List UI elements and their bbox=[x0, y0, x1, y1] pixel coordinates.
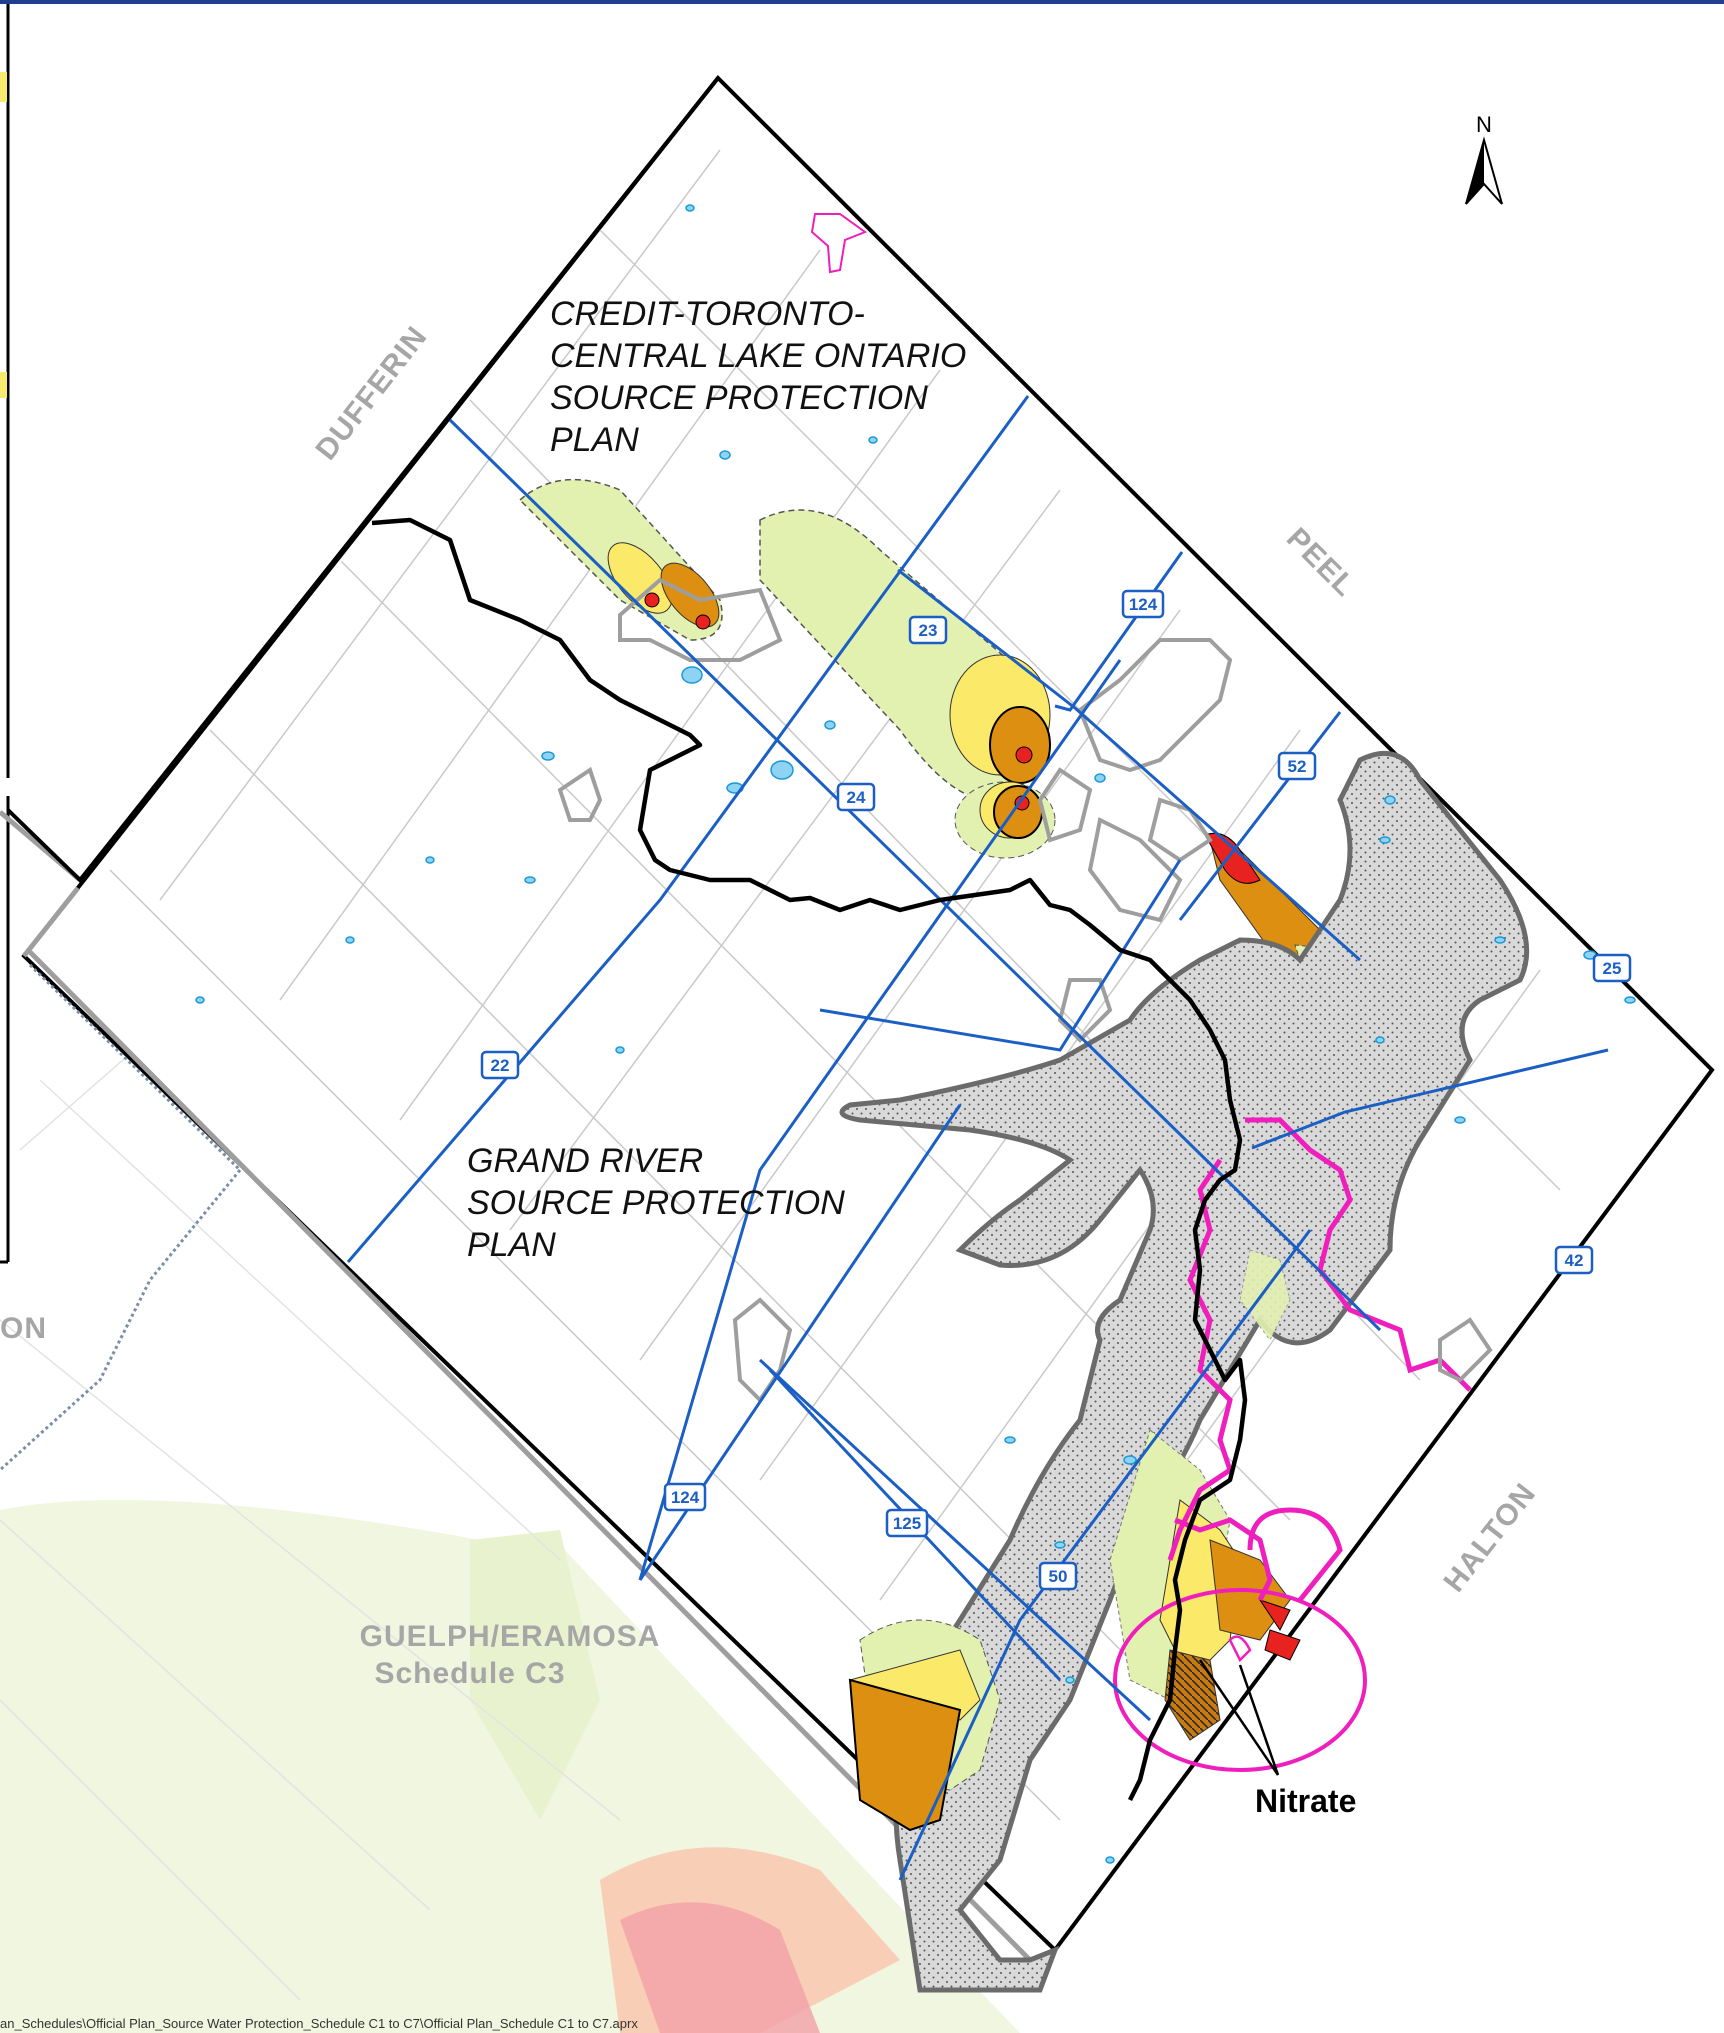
legend-panel-edge bbox=[0, 4, 10, 1264]
stippled-aquifer bbox=[839, 750, 1530, 1993]
svg-text:50: 50 bbox=[1049, 1567, 1068, 1586]
road-shield-22: 22 bbox=[480, 1050, 520, 1080]
road-shield-23: 23 bbox=[908, 615, 948, 645]
grand-river-plan-label: GRAND RIVER SOURCE PROTECTION PLAN bbox=[467, 1142, 854, 1264]
dufferin-boundary bbox=[6, 76, 720, 883]
road-shield-52: 52 bbox=[1277, 751, 1317, 781]
settlement-outlines bbox=[557, 577, 1493, 1404]
road-shield-50: 50 bbox=[1038, 1561, 1078, 1591]
svg-text:25: 25 bbox=[1603, 959, 1622, 978]
svg-text:52: 52 bbox=[1288, 757, 1307, 776]
halton-label: HALTON bbox=[1438, 1477, 1543, 1598]
guelph-eramosa-area bbox=[0, 1180, 1020, 2033]
wellhead-zones-south bbox=[848, 1249, 1301, 1832]
watershed-boundary bbox=[371, 517, 1248, 1802]
nitrate-callout: Nitrate bbox=[1198, 1659, 1356, 1819]
file-path-footer: an_Schedules\Official Plan_Source Water … bbox=[0, 2016, 638, 2031]
road-shield-25: 25 bbox=[1592, 953, 1632, 983]
svg-text:124: 124 bbox=[671, 1488, 700, 1507]
partial-county-label: ON bbox=[0, 1312, 47, 1345]
svg-text:124: 124 bbox=[1129, 595, 1158, 614]
road-shield-124-south: 124 bbox=[663, 1482, 707, 1512]
top-frame-bar bbox=[0, 0, 1724, 4]
road-shield-42: 42 bbox=[1554, 1245, 1594, 1275]
dufferin-label: DUFFERIN bbox=[310, 320, 434, 466]
svg-text:24: 24 bbox=[847, 788, 866, 807]
svg-text:125: 125 bbox=[893, 1514, 921, 1533]
neighbour-boundary bbox=[0, 963, 242, 1472]
guelph-schedule-label: Schedule C3 bbox=[374, 1657, 565, 1690]
credit-plan-label: CREDIT-TORONTO- CENTRAL LAKE ONTARIO SOU… bbox=[550, 295, 976, 459]
peel-label: PEEL bbox=[1280, 522, 1362, 604]
svg-text:23: 23 bbox=[919, 621, 938, 640]
water-features bbox=[195, 204, 1636, 1864]
svg-text:42: 42 bbox=[1565, 1251, 1584, 1270]
road-shield-24: 24 bbox=[836, 782, 876, 812]
svg-text:22: 22 bbox=[491, 1056, 510, 1075]
road-shield-124-north: 124 bbox=[1121, 589, 1165, 619]
issue-contributing-areas bbox=[810, 213, 1472, 1772]
guelph-eramosa-label: GUELPH/ERAMOSA bbox=[360, 1620, 661, 1653]
road-shield-125: 125 bbox=[885, 1508, 929, 1538]
north-letter: N bbox=[1476, 112, 1492, 137]
north-arrow: N bbox=[1465, 112, 1503, 205]
nitrate-label: Nitrate bbox=[1255, 1783, 1356, 1819]
